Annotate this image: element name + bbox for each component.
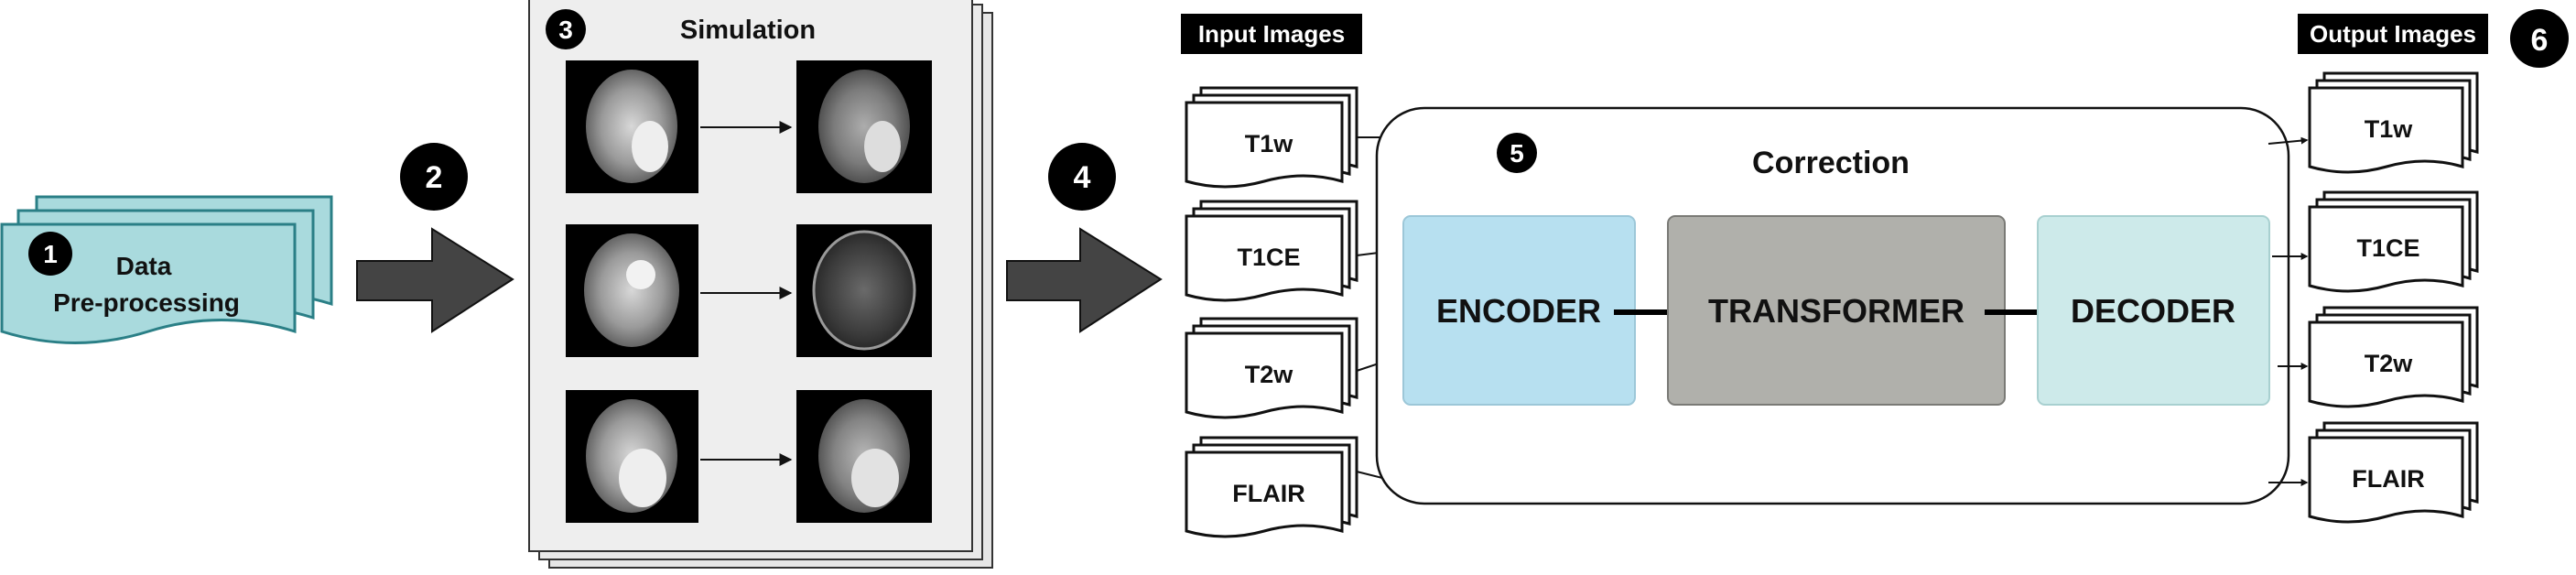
output-doc-flair: FLAIR bbox=[2308, 421, 2479, 524]
output-label-flair: FLAIR bbox=[2352, 465, 2424, 493]
input-images-header bbox=[1181, 14, 1362, 54]
step-5-badge bbox=[1497, 133, 1537, 173]
brain-input-2 bbox=[584, 233, 679, 347]
step-1-number: 1 bbox=[43, 240, 58, 268]
simulation-panel: 3 Simulation bbox=[528, 0, 993, 569]
step-3-number: 3 bbox=[558, 16, 573, 44]
decoder-block bbox=[2037, 215, 2270, 406]
brain-input-1 bbox=[586, 70, 677, 183]
step-6-badge bbox=[2510, 9, 2569, 68]
input-label-t2w: T2w bbox=[1245, 361, 1294, 388]
output-label-t1ce: T1CE bbox=[2356, 234, 2419, 262]
input-label-t1w: T1w bbox=[1245, 130, 1294, 157]
data-label-line2: Pre-processing bbox=[53, 288, 240, 317]
correction-title: Correction bbox=[1752, 146, 1910, 180]
output-label-t2w: T2w bbox=[2365, 350, 2414, 377]
big-arrow-step-2 bbox=[356, 227, 514, 333]
tumor-output-1 bbox=[864, 121, 901, 172]
step-1-badge bbox=[28, 232, 72, 276]
transformer-label: TRANSFORMER bbox=[1708, 292, 1964, 330]
output-images-header bbox=[2298, 14, 2488, 54]
input-doc-t2w: T2w bbox=[1185, 317, 1358, 419]
input-doc-t1w: T1w bbox=[1185, 86, 1358, 189]
tumor-input-1 bbox=[632, 121, 668, 172]
data-label-line1: Data bbox=[116, 252, 172, 280]
brain-output-1 bbox=[818, 70, 910, 183]
tumor-input-2 bbox=[626, 260, 655, 289]
tumor-output-3 bbox=[851, 449, 899, 507]
output-doc-t2w: T2w bbox=[2308, 306, 2479, 408]
step-4-number: 4 bbox=[1074, 160, 1091, 195]
simulation-title: Simulation bbox=[680, 16, 816, 45]
step-6-number: 6 bbox=[2531, 23, 2549, 58]
step-2-badge bbox=[400, 143, 468, 211]
output-doc-t1w: T1w bbox=[2308, 71, 2479, 174]
encoder-label: ENCODER bbox=[1436, 292, 1601, 330]
step-4-badge bbox=[1048, 143, 1116, 211]
input-doc-t1ce: T1CE bbox=[1185, 200, 1358, 302]
output-doc-t1ce: T1CE bbox=[2308, 190, 2479, 293]
tumor-input-3 bbox=[619, 449, 666, 507]
data-doc-front bbox=[0, 222, 297, 344]
step-3-badge bbox=[546, 9, 586, 49]
brain-output-2 bbox=[814, 232, 915, 349]
ring-output-2 bbox=[812, 230, 916, 351]
input-label-t1ce: T1CE bbox=[1237, 244, 1300, 271]
output-label-t1w: T1w bbox=[2365, 115, 2414, 143]
input-images-title: Input Images bbox=[1198, 20, 1345, 48]
input-doc-flair: FLAIR bbox=[1185, 436, 1358, 538]
step-5-number: 5 bbox=[1510, 139, 1524, 168]
step-2-number: 2 bbox=[426, 160, 443, 195]
output-connector-t1w bbox=[2268, 136, 2309, 145]
output-images-title: Output Images bbox=[2310, 20, 2476, 48]
data-preprocessing-stack: 1 Data Pre-processing bbox=[0, 195, 333, 344]
input-label-flair: FLAIR bbox=[1232, 480, 1304, 507]
decoder-label: DECODER bbox=[2071, 292, 2235, 330]
big-arrow-step-4 bbox=[1006, 227, 1163, 333]
